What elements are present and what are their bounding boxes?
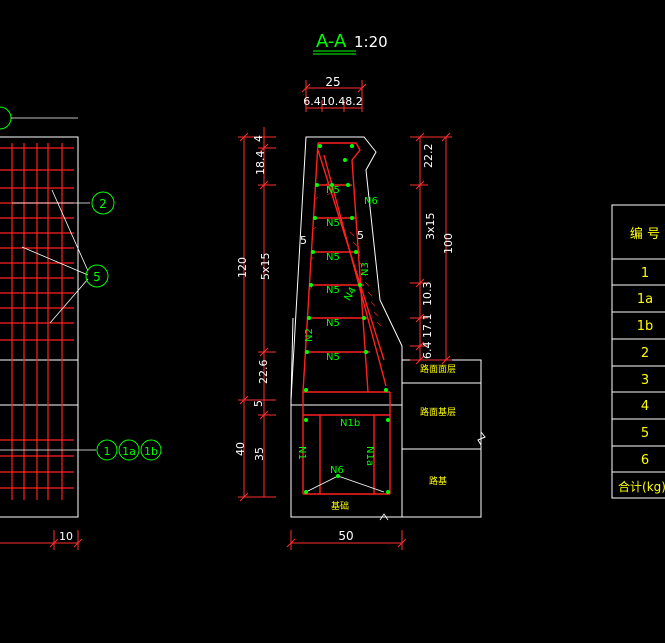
rebar-table: 编 号 1 1a 1b 2 3 4 5 6 合计(kg): [611, 204, 665, 499]
table-row: 1a: [637, 292, 653, 307]
wall-outline: [290, 136, 403, 406]
left-dim-text: 4 18.4 5x15 22.6 120 5 35 40: [234, 135, 272, 461]
offset-right: 5: [357, 229, 364, 242]
bottom-dim: [286, 530, 407, 550]
dim-top-total: 25: [325, 75, 340, 89]
svg-text:N1b: N1b: [340, 418, 360, 429]
table-row: 1: [641, 266, 649, 281]
left-bottom-dim: [0, 530, 83, 550]
table-row: 1b: [637, 319, 654, 334]
svg-text:35: 35: [253, 447, 266, 461]
svg-text:5: 5: [93, 270, 101, 284]
svg-text:N6: N6: [364, 196, 378, 207]
svg-text:N3: N3: [360, 262, 371, 276]
table-row: 4: [641, 399, 649, 414]
svg-text:N5: N5: [326, 252, 340, 263]
svg-text:5x15: 5x15: [259, 252, 272, 280]
svg-text:3x15: 3x15: [424, 212, 437, 240]
rebar-labels: N5 N5 N5 N5 N5 N5 N6 N6 N1b N1 N1a N2 N3…: [296, 185, 378, 476]
svg-text:22.2: 22.2: [422, 144, 435, 169]
svg-text:N4: N4: [343, 285, 359, 302]
section-title: A-A 1:20: [313, 31, 388, 55]
svg-text:1b: 1b: [144, 445, 158, 458]
svg-text:N5: N5: [326, 352, 340, 363]
dim-left-part: 10: [59, 530, 73, 543]
title-main: A-A: [316, 31, 347, 52]
section-aa: 路面面层 路面基层 路基 基础: [234, 75, 486, 550]
svg-text:N1: N1: [296, 446, 307, 460]
foundation-label: 基础: [331, 500, 349, 512]
callout-5: 5: [85, 264, 109, 288]
svg-text:1a: 1a: [122, 445, 136, 458]
right-dim-text: 22.2 3x15 100 10.3 17.1 6.4: [421, 144, 455, 360]
rebar-dots: [304, 144, 390, 494]
table-row: 2: [641, 346, 649, 361]
layer-surface-label: 路面面层: [420, 363, 456, 375]
foundation-block: [290, 404, 403, 518]
table-row: 6: [641, 453, 649, 468]
left-rebar-vertical: [11, 143, 63, 500]
svg-text:18.4: 18.4: [254, 151, 267, 176]
svg-text:N5: N5: [326, 285, 340, 296]
title-scale: 1:20: [354, 33, 388, 51]
svg-text:6.4: 6.4: [421, 342, 434, 360]
right-dims: [410, 132, 452, 365]
callout-1a: 1a: [118, 439, 140, 461]
svg-text:17.1: 17.1: [421, 314, 434, 339]
left-elevation-view: 2 5 1 1a 1b 10: [0, 106, 162, 550]
callout-1b: 1b: [140, 439, 162, 461]
layer-subgrade-label: 路基: [429, 475, 447, 487]
svg-text:1: 1: [104, 445, 111, 458]
callout-2: 2: [91, 191, 115, 215]
base-layer: [401, 382, 482, 450]
svg-text:N1a: N1a: [364, 446, 375, 466]
rebar-hatching: [307, 181, 382, 327]
svg-text:2: 2: [99, 197, 107, 211]
svg-text:22.6: 22.6: [257, 360, 270, 385]
left-dims: [238, 127, 276, 502]
callout-1: 1: [96, 439, 118, 461]
svg-text:N6: N6: [330, 465, 344, 476]
offset-left: 5: [300, 234, 307, 247]
svg-text:N5: N5: [326, 185, 340, 196]
svg-text:5: 5: [252, 400, 265, 407]
callout-partial: [0, 106, 12, 130]
layer-base-label: 路面基层: [420, 406, 456, 418]
svg-text:N5: N5: [326, 318, 340, 329]
dim-top-parts: 6.410.48.2: [303, 95, 362, 108]
top-dims: [301, 80, 367, 112]
table-row: 3: [641, 373, 649, 388]
dim-bottom-width: 50: [338, 529, 353, 543]
table-row: 5: [641, 426, 649, 441]
svg-text:N5: N5: [326, 218, 340, 229]
svg-text:100: 100: [442, 233, 455, 254]
svg-text:10.3: 10.3: [421, 282, 434, 307]
svg-text:N2: N2: [304, 328, 315, 342]
svg-text:4: 4: [252, 135, 265, 142]
table-row: 合计(kg): [618, 479, 665, 494]
svg-text:40: 40: [234, 442, 247, 456]
svg-text:120: 120: [236, 257, 249, 278]
table-header: 编 号: [630, 227, 660, 242]
